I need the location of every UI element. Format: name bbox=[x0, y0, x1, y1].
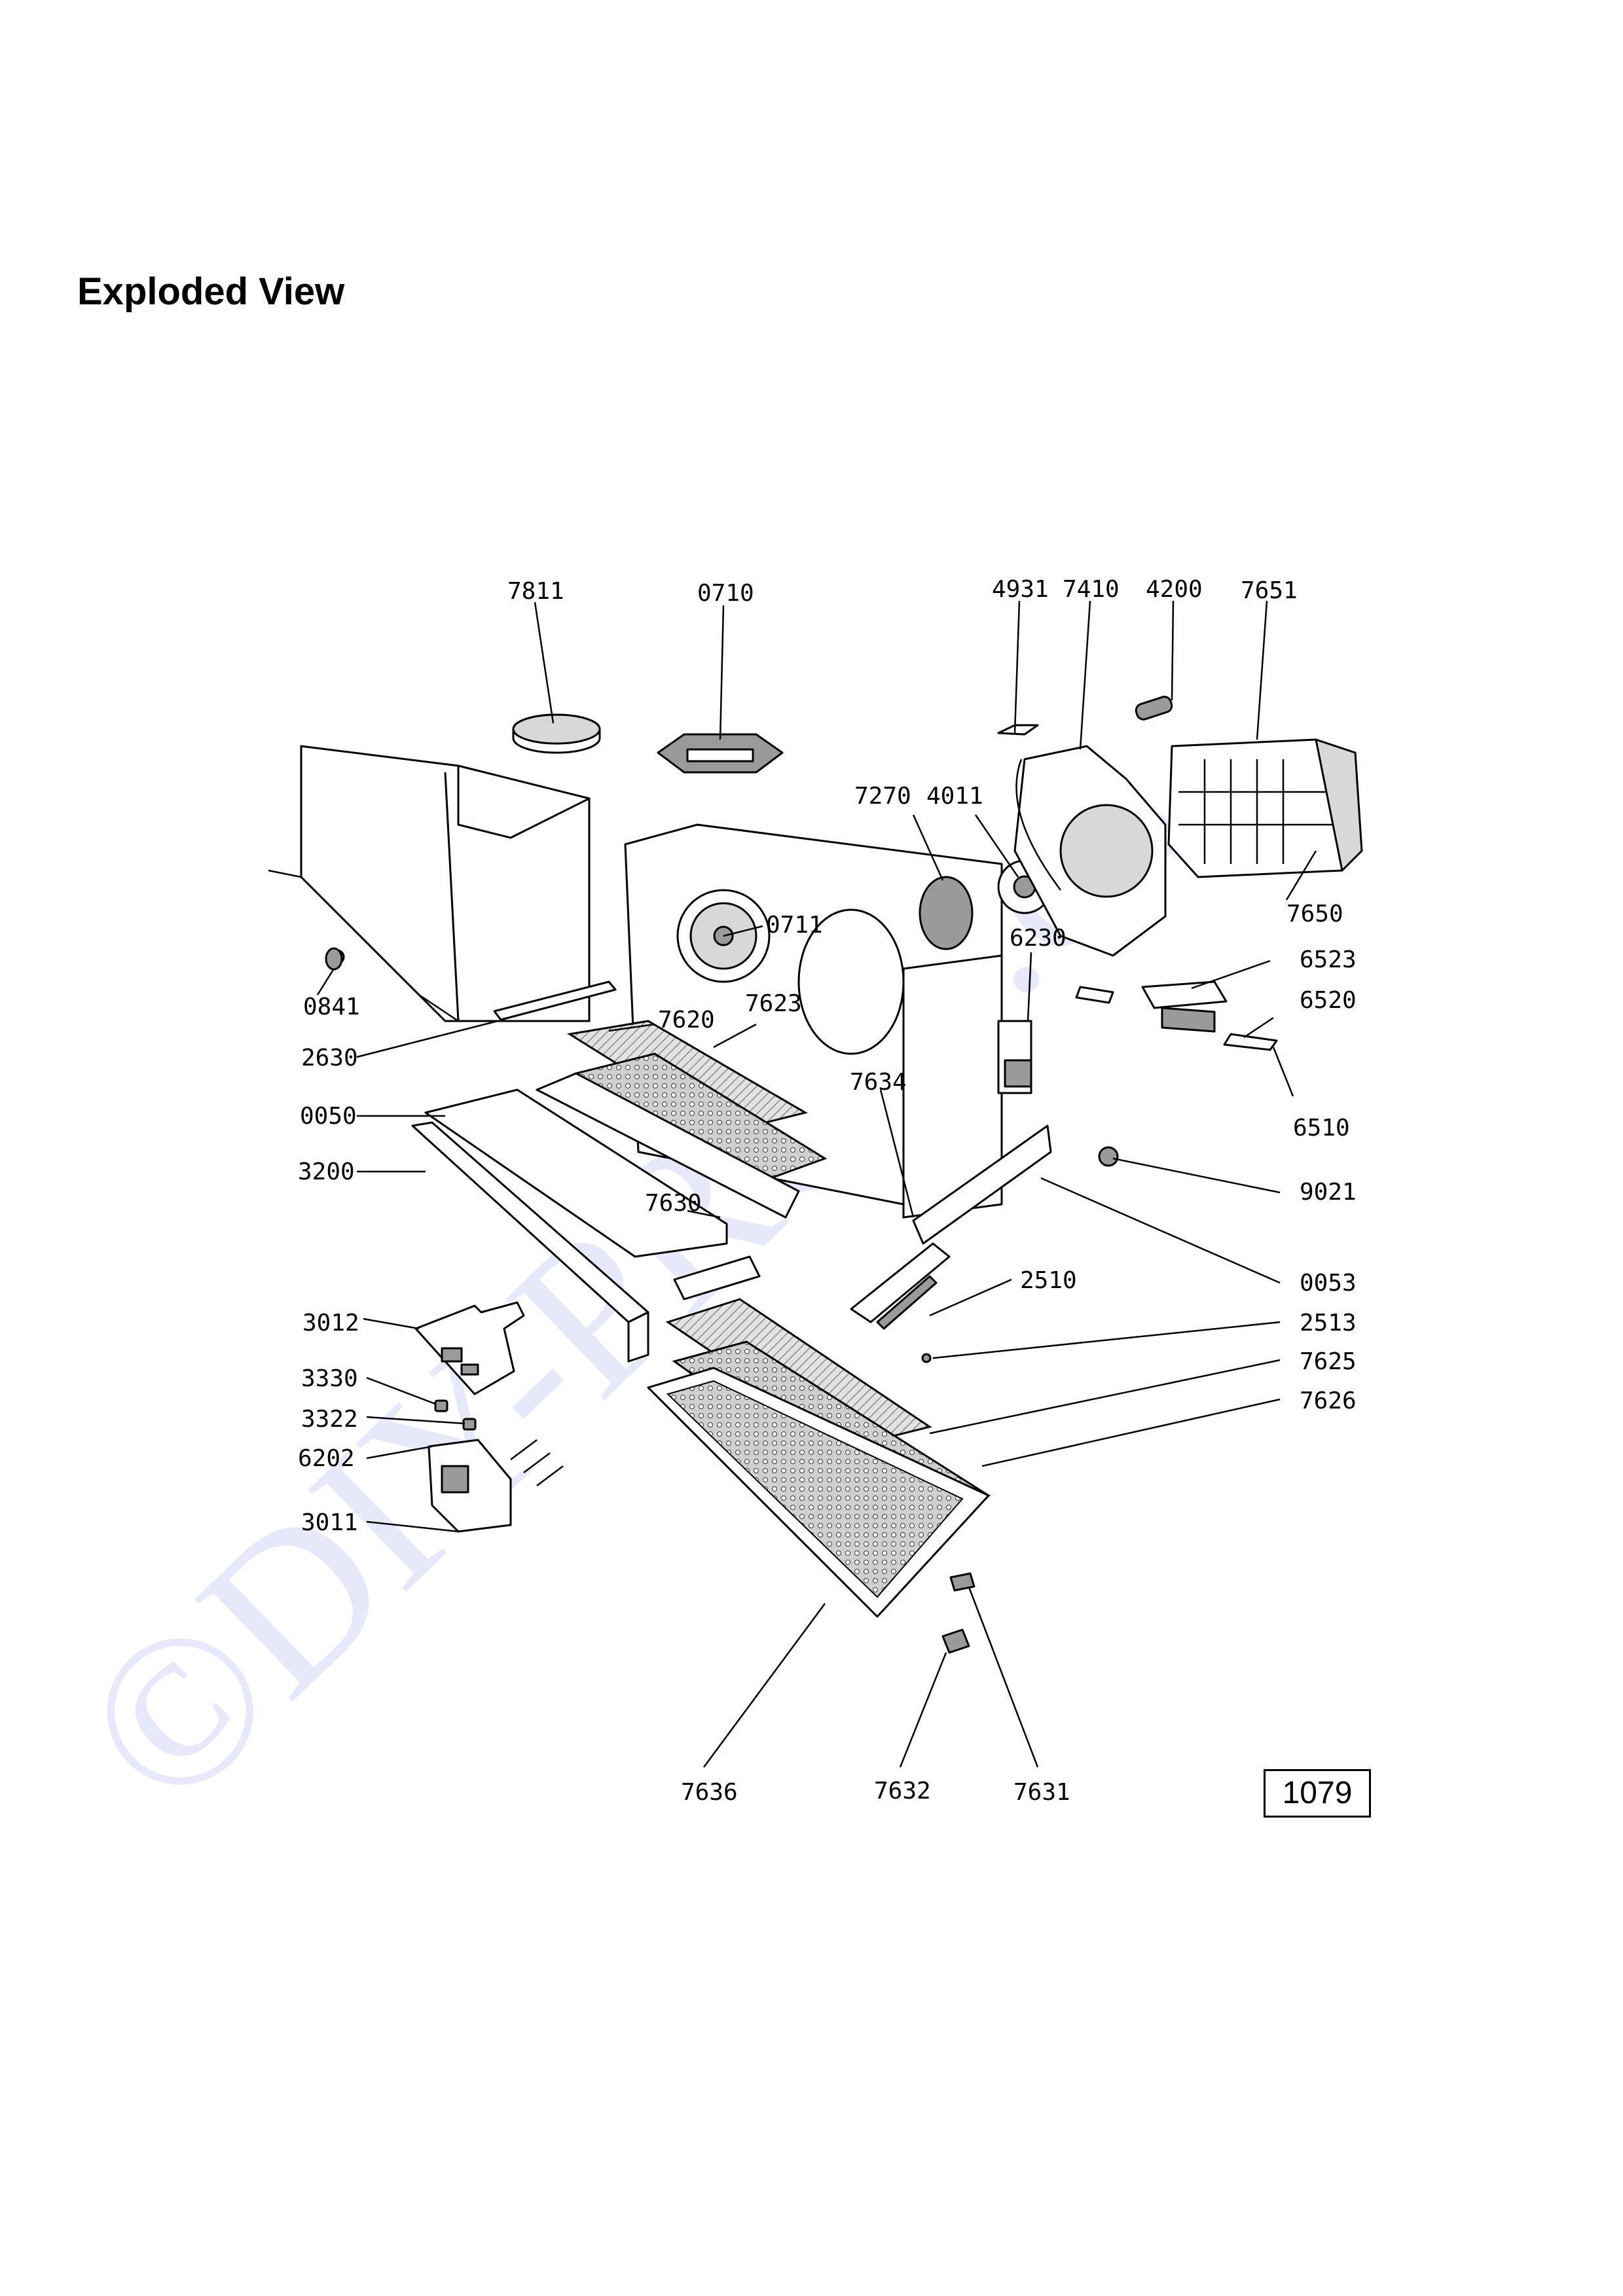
page-number-box: 1079 bbox=[1264, 1769, 1371, 1818]
lamp-assembly bbox=[1075, 980, 1278, 1051]
part-label-3200: 3200 bbox=[298, 1158, 355, 1185]
part-label-7811: 7811 bbox=[507, 578, 564, 605]
grease-filter-upper bbox=[566, 1020, 828, 1186]
part-label-4011: 4011 bbox=[926, 783, 983, 810]
part-label-3330: 3330 bbox=[301, 1365, 358, 1392]
part-label-7626: 7626 bbox=[1300, 1388, 1357, 1414]
part-label-7623: 7623 bbox=[745, 990, 802, 1017]
hood-casing bbox=[268, 745, 591, 1022]
grommet-part bbox=[325, 947, 343, 971]
part-label-4200: 4200 bbox=[1146, 576, 1203, 603]
filter-tray bbox=[536, 1072, 800, 1219]
part-label-0841: 0841 bbox=[303, 994, 360, 1020]
part-label-2630: 2630 bbox=[301, 1045, 358, 1071]
clips-part bbox=[941, 1572, 976, 1654]
capacitor-part bbox=[1135, 696, 1173, 721]
switch-bracket bbox=[997, 1020, 1032, 1094]
part-label-6523: 6523 bbox=[1300, 946, 1357, 973]
part-label-6520: 6520 bbox=[1300, 987, 1357, 1014]
leader-lines bbox=[316, 600, 1317, 1768]
knob-part bbox=[512, 713, 601, 754]
part-label-7410: 7410 bbox=[1063, 576, 1120, 603]
switch-panel bbox=[414, 1301, 525, 1395]
part-label-7620: 7620 bbox=[658, 1007, 715, 1033]
part-label-2513: 2513 bbox=[1300, 1310, 1357, 1336]
part-label-0710: 0710 bbox=[697, 580, 754, 607]
part-label-0050: 0050 bbox=[300, 1103, 357, 1130]
part-label-0711: 0711 bbox=[766, 912, 823, 939]
part-label-7630: 7630 bbox=[645, 1190, 702, 1217]
part-label-7270: 7270 bbox=[854, 783, 911, 810]
part-label-6202: 6202 bbox=[298, 1445, 355, 1472]
part-label-7636: 7636 bbox=[681, 1779, 738, 1806]
part-label-6510: 6510 bbox=[1293, 1115, 1350, 1141]
part-label-7651: 7651 bbox=[1241, 577, 1298, 604]
cap-part bbox=[657, 733, 784, 774]
side-rail-right bbox=[850, 1124, 1052, 1363]
part-label-3012: 3012 bbox=[302, 1310, 359, 1336]
part-label-7634: 7634 bbox=[850, 1069, 907, 1096]
part-label-7632: 7632 bbox=[874, 1778, 931, 1804]
part-label-4931: 4931 bbox=[992, 576, 1049, 603]
part-label-9021: 9021 bbox=[1300, 1179, 1357, 1206]
part-label-3011: 3011 bbox=[301, 1509, 358, 1536]
part-label-7631: 7631 bbox=[1013, 1779, 1070, 1806]
part-label-0053: 0053 bbox=[1300, 1270, 1357, 1297]
page-title: Exploded View bbox=[77, 270, 345, 313]
part-label-2510: 2510 bbox=[1020, 1267, 1077, 1294]
bottom-frame bbox=[647, 1367, 990, 1618]
part-label-6230: 6230 bbox=[1010, 925, 1067, 952]
part-label-3322: 3322 bbox=[301, 1406, 358, 1433]
switch-block bbox=[428, 1399, 564, 1533]
part-labels: 7811 0710 4931 7410 4200 7651 7270 4011 … bbox=[298, 576, 1357, 1806]
slide-rails bbox=[411, 980, 761, 1363]
blower-housing bbox=[997, 724, 1167, 957]
plug-part bbox=[1098, 1146, 1119, 1167]
part-label-7650: 7650 bbox=[1286, 901, 1343, 927]
carbon-filter bbox=[1167, 738, 1363, 878]
part-label-7625: 7625 bbox=[1300, 1348, 1357, 1375]
